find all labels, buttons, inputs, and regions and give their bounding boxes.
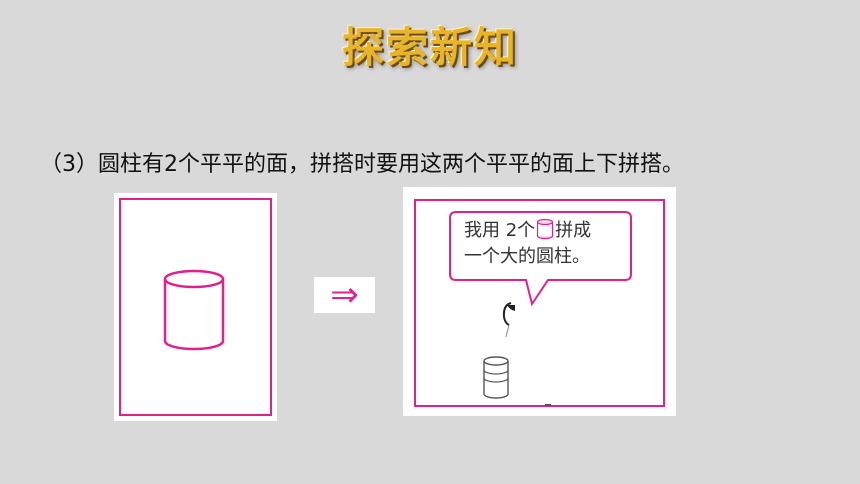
bubble-text: 我用 2个拼成 一个大的圆柱。 [464, 218, 591, 270]
speech-bubble-shape [449, 211, 632, 307]
speech-bubble: 我用 2个拼成 一个大的圆柱。 [448, 210, 633, 307]
right-card-frame [414, 199, 665, 407]
arrow-box: ⇒ [314, 277, 375, 313]
arrow-icon: ⇒ [330, 275, 359, 315]
left-card-frame [119, 198, 272, 416]
child-head-icon [502, 302, 515, 338]
page-title: 探索新知 [341, 23, 518, 72]
bubble-line-1: 我用 2个拼成 [464, 218, 592, 241]
bubble-line-2: 一个大的圆柱。 [464, 246, 590, 267]
cylinder-icon [537, 218, 554, 240]
decorative-dot [545, 404, 551, 406]
right-card: 我用 2个拼成 一个大的圆柱。 [403, 187, 676, 416]
left-card [114, 193, 277, 421]
stacked-cylinder-icon [483, 356, 509, 399]
cylinder-icon [163, 269, 225, 351]
problem-statement: （3）圆柱有2个平平的面，拼搭时要用这两个平平的面上下拼搭。 [40, 152, 684, 177]
